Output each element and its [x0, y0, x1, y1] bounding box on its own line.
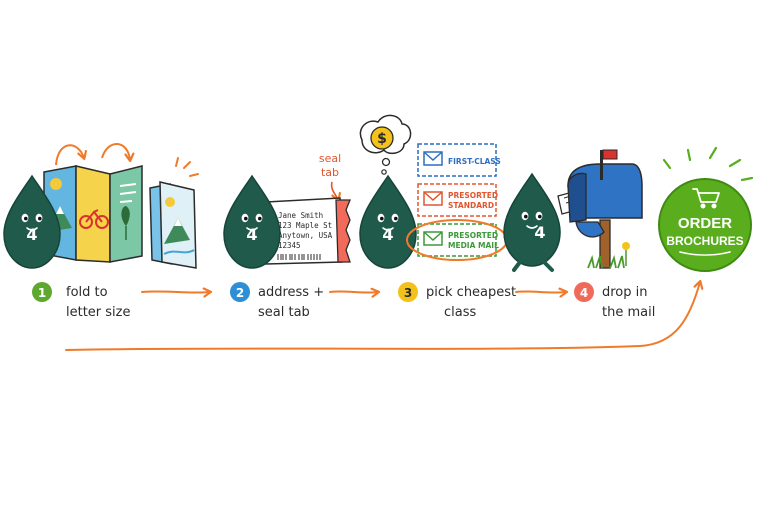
step-number-badge [574, 282, 594, 302]
mascot-badge-step3: 4 [382, 225, 393, 244]
mascot-drop-step4 [503, 173, 561, 267]
mail-class-label: FIRST-CLASS [448, 157, 501, 166]
envelope-icon [423, 191, 443, 206]
envelope-icon [423, 151, 443, 166]
mascot-badge-step4: 4 [534, 223, 545, 242]
price-thought-symbol: $ [377, 131, 387, 147]
step-3-illustration: $ 4 FIRST-CLASS PRESORTED STANDARD [359, 114, 508, 269]
cta-label-line1[interactable]: ORDER [678, 215, 732, 232]
barcode [277, 254, 321, 260]
step-text-line2: class [444, 305, 476, 320]
step-text-line1: pick cheapest [426, 285, 516, 300]
dollar-coin-icon [370, 126, 394, 150]
address-zip: 12345 [278, 241, 301, 250]
grass-and-flower [587, 242, 630, 269]
address-street: 123 Maple St [278, 221, 332, 230]
step-4-illustration: 4 [503, 149, 643, 272]
mailbox-flag [602, 149, 618, 160]
mascot-drop-step2 [223, 175, 281, 269]
seal-tab-arrow [330, 181, 338, 200]
step-2-label: 2 address + seal tab [230, 282, 324, 320]
step-2-illustration: seal tab Jane Smith 123 Maple St Anytown… [223, 152, 351, 269]
mail-class-first-class: FIRST-CLASS [417, 143, 501, 177]
flow-arrow-1-2 [141, 291, 210, 292]
fold-arrow-right [101, 143, 130, 160]
mail-class-presorted-standard: PRESORTED STANDARD [417, 183, 498, 217]
step-1-label: 1 fold to letter size [32, 282, 131, 320]
mail-class-label-line1: PRESORTED [448, 191, 498, 200]
mail-class-presorted-media-mail: PRESORTED MEDIA MAIL [406, 219, 508, 261]
mascot-badge-step2: 4 [246, 225, 257, 244]
bicycle-icon [79, 215, 93, 229]
step-number-badge [398, 282, 418, 302]
mail-class-label-line1: PRESORTED [448, 231, 498, 240]
step-1-illustration: 4 [3, 143, 199, 269]
order-brochures-cta[interactable]: ORDER BROCHURES [658, 146, 754, 272]
step-number: 4 [580, 286, 588, 300]
shopping-cart-icon [692, 188, 720, 209]
mailbox-icon [567, 149, 643, 269]
envelope-icon [423, 231, 443, 246]
flow-arrow-2-3 [329, 291, 378, 292]
seal-tab-note-line2: tab [321, 166, 339, 179]
cta-label-line2[interactable]: BROCHURES [666, 234, 743, 248]
step-text-line1: address + [258, 285, 324, 300]
fold-arrow-left [55, 144, 84, 166]
mascot-badge-step1: 4 [26, 225, 37, 244]
address-city: Anytown, USA [278, 231, 333, 240]
mail-class-label-line2: MEDIA MAIL [448, 241, 499, 250]
mail-class-label-line2: STANDARD [448, 201, 494, 210]
seal-tab [335, 199, 351, 263]
folded-brochure [149, 181, 197, 269]
step-4-label: 4 drop in the mail [574, 282, 655, 320]
step-number-badge [32, 282, 52, 302]
step-text-line2: letter size [66, 305, 131, 320]
cta-circle[interactable] [658, 178, 752, 272]
mascot-drop-step3 [359, 175, 417, 269]
thought-bubble: $ [359, 114, 412, 175]
flow-arrow-to-cta [65, 282, 700, 351]
address-name: Jane Smith [278, 211, 323, 220]
step-number: 2 [236, 286, 244, 300]
step-text-line2: seal tab [258, 305, 310, 320]
seal-tab-note-line1: seal [319, 152, 341, 165]
step-number-badge [230, 282, 250, 302]
step-3-label: 3 pick cheapest class [398, 282, 516, 320]
flow-arrow-3-4 [515, 291, 566, 292]
step-text-line1: drop in [602, 285, 648, 300]
step-number: 3 [404, 286, 412, 300]
step-text-line2: the mail [602, 305, 655, 320]
trifold-brochure [43, 165, 143, 263]
step-text-line1: fold to [66, 285, 108, 300]
step-number: 1 [38, 286, 46, 300]
